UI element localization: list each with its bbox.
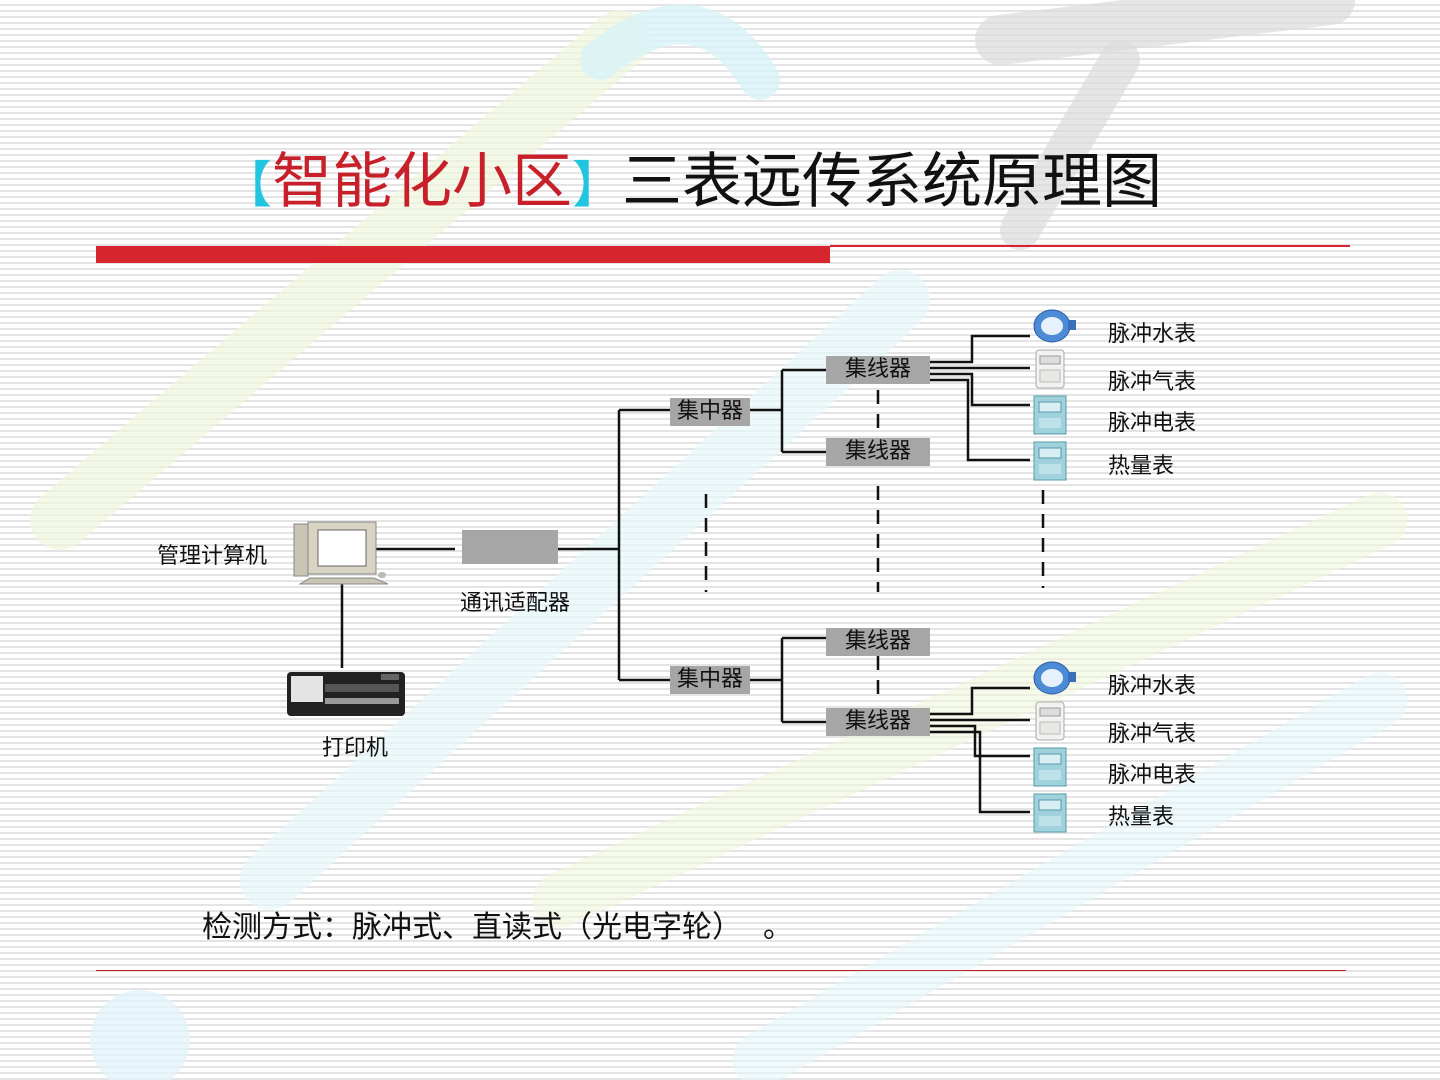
detection-method-text: 检测方式：脉冲式、直读式（光电字轮） 。: [202, 902, 793, 946]
footer-divider: [96, 970, 1346, 971]
heat-meter-icon: [1033, 793, 1067, 833]
hub-bottom-2: 集线器: [826, 708, 930, 736]
meter-label-top-gas: 脉冲气表: [1108, 370, 1197, 395]
water-meter-icon: [1033, 309, 1076, 343]
title-underline-thick: [96, 246, 830, 263]
meter-label-bottom-electric: 脉冲电表: [1108, 763, 1197, 788]
electric-meter-icon: [1033, 747, 1067, 787]
adapter-box: [462, 530, 558, 564]
title-red-text: 智能化小区: [272, 147, 572, 217]
meter-label-top-water: 脉冲水表: [1108, 322, 1197, 347]
water-meter-icon: [1033, 661, 1076, 695]
gas-meter-icon: [1035, 701, 1065, 741]
meter-label-bottom-gas: 脉冲气表: [1108, 722, 1197, 747]
meter-label-top-electric: 脉冲电表: [1108, 411, 1197, 436]
gas-meter-icon: [1035, 349, 1065, 389]
computer-icon: [293, 521, 389, 585]
hub-top-2: 集线器: [826, 438, 930, 466]
title-underline-thin: [830, 245, 1350, 247]
meter-label-top-heat: 热量表: [1108, 454, 1175, 479]
title-black-text: 三表远传系统原理图: [622, 147, 1162, 217]
adapter-label: 通讯适配器: [460, 591, 571, 616]
heat-meter-icon: [1033, 441, 1067, 481]
detection-method-period: 。: [763, 910, 793, 945]
detection-method-main: 检测方式：脉冲式、直读式（光电字轮）: [202, 910, 727, 945]
meter-label-bottom-water: 脉冲水表: [1108, 674, 1197, 699]
slide-title: 【智能化小区】三表远传系统原理图: [222, 142, 1162, 225]
title-bracket-open: 【: [222, 156, 272, 214]
printer-label: 打印机: [322, 736, 389, 761]
computer-label: 管理计算机: [157, 544, 268, 569]
title-bracket-close: 】: [572, 156, 622, 214]
meter-label-bottom-heat: 热量表: [1108, 805, 1175, 830]
printer-icon: [287, 672, 405, 716]
concentrator-bottom: 集中器: [670, 666, 750, 694]
hub-bottom-1: 集线器: [826, 628, 930, 656]
hub-top-1: 集线器: [826, 356, 930, 384]
electric-meter-icon: [1033, 395, 1067, 435]
concentrator-top: 集中器: [670, 398, 750, 426]
